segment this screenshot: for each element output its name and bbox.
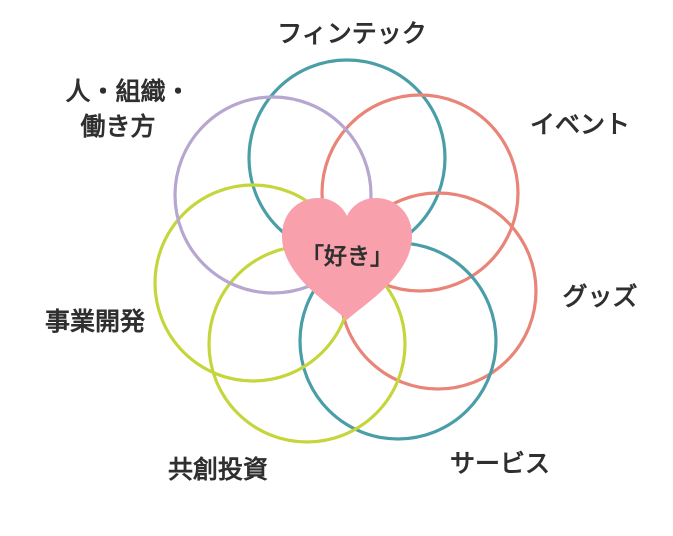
label-fintech: フィンテック — [277, 19, 427, 48]
label-people-organization-line1: 人・組織・ — [65, 77, 190, 106]
circle-event — [320, 93, 520, 293]
label-co-investment: 共創投資 — [168, 455, 268, 484]
label-service: サービス — [450, 449, 550, 478]
label-goods: グッズ — [562, 282, 637, 311]
circle-people-organization — [173, 95, 373, 295]
label-business-development: 事業開発 — [45, 307, 146, 336]
label-event: イベント — [530, 110, 630, 139]
label-people-organization-line2: 働き方 — [79, 112, 155, 141]
center-label: 「好き」 — [301, 244, 393, 270]
heart-shape — [282, 198, 412, 320]
